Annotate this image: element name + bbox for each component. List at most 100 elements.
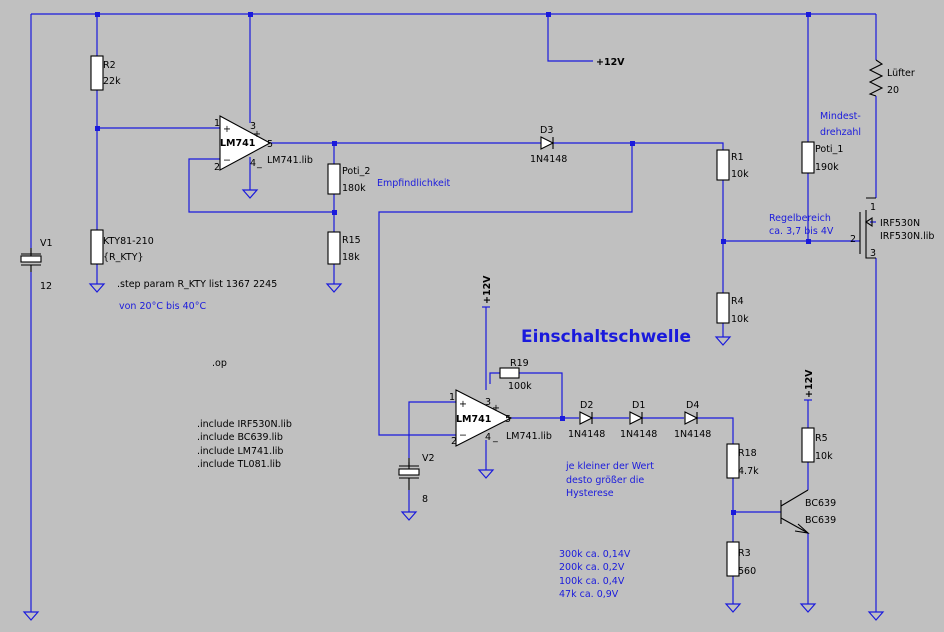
r3-value: 560 (738, 566, 756, 577)
poti1-name: Poti_1 (815, 144, 843, 155)
v1-value: 12 (40, 281, 52, 292)
sensor-kty81[interactable]: KTY81-210 {R_KTY} (90, 229, 154, 265)
comment-regel-1: Regelbereich (769, 213, 831, 224)
comment-table-2: 200k ca. 0,2V (559, 562, 625, 573)
u1-pin2: 2 (214, 162, 220, 173)
r1-name: R1 (731, 152, 744, 163)
fan-luefter[interactable]: Lüfter 20 (868, 59, 915, 97)
m1-model: IRF530N.lib (880, 231, 934, 242)
u1-pin3: 3 (250, 121, 256, 132)
include-bc639: .include BC639.lib (197, 432, 283, 443)
resistor-r5[interactable]: R5 10k (801, 427, 833, 463)
u1-pin3-plus: + (253, 129, 261, 140)
luefter-value: 20 (887, 85, 899, 96)
op-directive: .op (212, 358, 227, 369)
r2-value: 22k (103, 76, 121, 87)
kty-value: {R_KTY} (103, 252, 144, 263)
d1-name: D1 (632, 400, 645, 411)
opamp-u1[interactable]: 1 + 2 − 3 + 4 _ 5 LM741 LM741.lib (214, 115, 313, 173)
u2-pin2: 2 (451, 436, 457, 447)
u1-pin1: 1 (214, 118, 220, 129)
resistor-r18[interactable]: R18 4.7k (726, 443, 759, 479)
r5-name: R5 (815, 433, 828, 444)
q1-value: BC639 (805, 515, 836, 526)
diode-d2[interactable]: D2 1N4148 (568, 400, 605, 440)
u1-pin5: 5 (267, 139, 273, 150)
poti2-name: Poti_2 (342, 166, 370, 177)
v1-name: V1 (40, 238, 53, 249)
comment-temp-range: von 20°C bis 40°C (119, 301, 206, 312)
kty-name: KTY81-210 (103, 236, 154, 247)
v2-value: 8 (422, 494, 428, 505)
d1-value: 1N4148 (620, 429, 657, 440)
comment-mindest-2: drehzahl (820, 127, 861, 138)
diode-d4[interactable]: D4 1N4148 (674, 400, 711, 440)
m1-name: IRF530N (880, 218, 920, 229)
u2-model: LM741.lib (506, 431, 552, 442)
resistor-r3[interactable]: R3 560 (726, 541, 756, 577)
vcc-label-u2: +12V (482, 275, 493, 304)
r4-name: R4 (731, 296, 744, 307)
comment-hyst-2: desto größer die (566, 475, 644, 486)
r2-name: R2 (103, 60, 116, 71)
u2-pin4-minus: _ (492, 432, 498, 443)
u1-pin4: 4 (250, 158, 256, 169)
opamp-u2[interactable]: 1 + 2 − 3 + 4 _ 5 LM741 LM741.lib (449, 389, 552, 447)
r19-value: 100k (508, 381, 532, 392)
d4-name: D4 (686, 400, 699, 411)
potentiometer-poti1[interactable]: Poti_1 190k (801, 141, 843, 174)
comment-table-4: 47k ca. 0,9V (559, 589, 619, 600)
d3-name: D3 (540, 125, 553, 136)
d2-value: 1N4148 (568, 429, 605, 440)
spice-directives: .step param R_KTY list 1367 2245 .op .in… (117, 279, 292, 470)
comment-hyst-1: je kleiner der Wert (565, 461, 654, 472)
d2-name: D2 (580, 400, 593, 411)
junctions (95, 12, 811, 515)
poti2-value: 180k (342, 183, 366, 194)
d4-value: 1N4148 (674, 429, 711, 440)
mosfet-m1[interactable]: 1 2 3 IRF530N IRF530N.lib (850, 197, 934, 259)
r5-value: 10k (815, 451, 833, 462)
step-directive: .step param R_KTY list 1367 2245 (117, 279, 277, 290)
diode-d1[interactable]: D1 1N4148 (620, 400, 657, 440)
resistor-r19[interactable]: R19 100k (499, 358, 532, 392)
comment-table-1: 300k ca. 0,14V (559, 549, 631, 560)
voltage-source-v1[interactable]: V1 12 (20, 238, 53, 292)
comment-regel-2: ca. 3,7 bis 4V (769, 226, 834, 237)
m1-pin1: 1 (870, 202, 876, 213)
u2-pin3: 3 (485, 397, 491, 408)
potentiometer-poti2[interactable]: Poti_2 180k (327, 163, 370, 195)
u1-name: LM741 (220, 138, 255, 149)
r19-name: R19 (510, 358, 529, 369)
u1-minus: − (223, 155, 231, 166)
u2-name: LM741 (456, 414, 491, 425)
u2-minus: − (459, 430, 467, 441)
comments: von 20°C bis 40°C Empfindlichkeit Mindes… (119, 111, 861, 600)
resistor-r15[interactable]: R15 18k (327, 231, 361, 265)
voltage-source-v2[interactable]: V2 8 (398, 453, 435, 505)
vcc-label-q1: +12V (804, 369, 815, 398)
comment-title: Einschaltschwelle (521, 327, 691, 347)
resistor-r2[interactable]: R2 22k (90, 55, 121, 91)
r15-name: R15 (342, 235, 361, 246)
m1-pin2: 2 (850, 234, 856, 245)
comment-table-3: 100k ca. 0,4V (559, 576, 625, 587)
ground-symbols (22, 189, 885, 621)
u2-plus: + (459, 399, 467, 410)
r1-value: 10k (731, 169, 749, 180)
resistor-r1[interactable]: R1 10k (716, 149, 749, 181)
r4-value: 10k (731, 314, 749, 325)
r15-value: 18k (342, 252, 360, 263)
luefter-name: Lüfter (887, 68, 915, 79)
u2-pin5: 5 (505, 414, 511, 425)
u1-model: LM741.lib (267, 155, 313, 166)
include-tl081: .include TL081.lib (197, 459, 281, 470)
diode-d3[interactable]: D3 1N4148 (530, 125, 567, 165)
q1-name: BC639 (805, 498, 836, 509)
resistor-r4[interactable]: R4 10k (716, 292, 749, 325)
r3-name: R3 (738, 548, 751, 559)
vcc-label-top: +12V (596, 57, 625, 68)
wires (30, 13, 877, 612)
transistor-q1[interactable]: BC639 BC639 (780, 489, 836, 534)
